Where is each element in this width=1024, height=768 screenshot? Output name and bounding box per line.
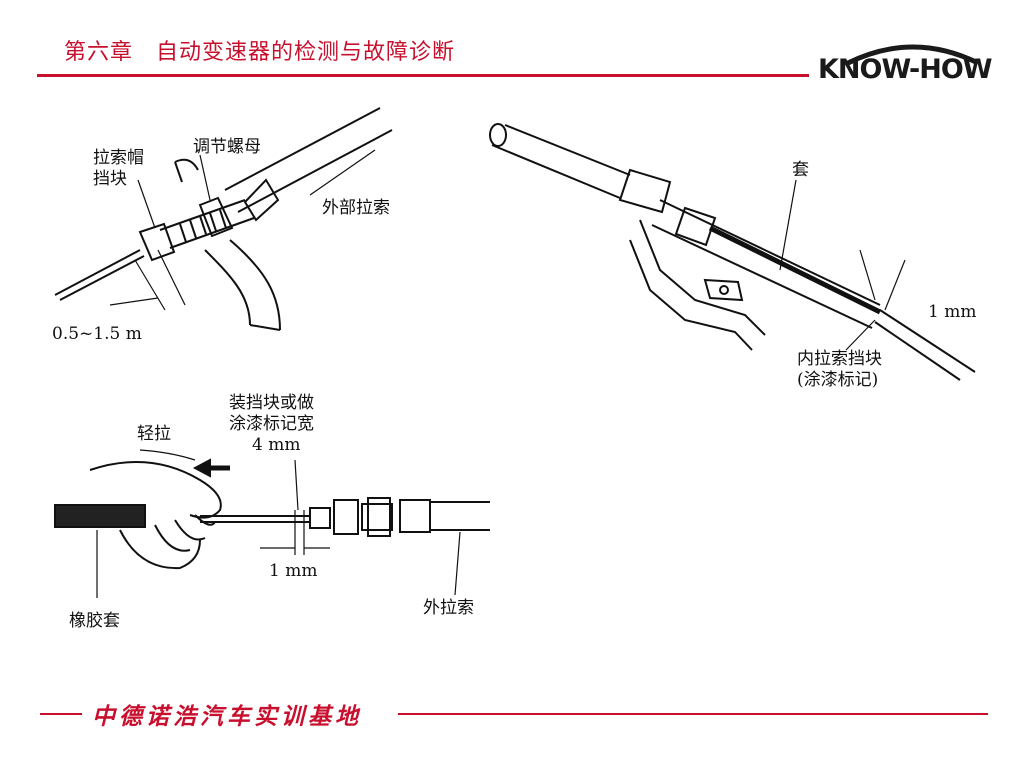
logo-arc-icon: [846, 44, 980, 66]
label-adjust-nut: 调节螺母: [193, 137, 261, 157]
label-gentle-pull: 轻拉: [137, 424, 171, 444]
label-outer-cable: 外部拉索: [322, 198, 390, 218]
footer-divider-left: [40, 713, 82, 715]
footer-divider-right: [398, 713, 988, 715]
label-cap-stop: 拉索帽 挡块: [93, 148, 144, 189]
logo-text: KNOW-HOW: [818, 54, 993, 85]
label-rubber-boot: 橡胶套: [69, 611, 120, 631]
label-outer-cable-bottom: 外拉索: [423, 598, 474, 618]
label-gap-range: 0.5~1.5 m: [52, 324, 142, 344]
page-title: 第六章 自动变速器的检测与故障诊断: [64, 40, 456, 65]
figure-hand-pull-cable: [54, 449, 490, 598]
figure-cable-adjust-nut: [54, 107, 393, 331]
label-gap-1mm-top: 1 mm: [928, 302, 977, 322]
figure-inner-cable-stop: [489, 123, 976, 381]
header-divider: [37, 74, 809, 77]
label-inner-cable-stop: 内拉索挡块 (涂漆标记): [797, 349, 882, 390]
label-sleeve: 套: [792, 160, 809, 180]
footer-text: 中德诺浩汽车实训基地: [92, 703, 362, 730]
know-how-logo: KNOW-HOW: [818, 35, 998, 85]
label-stop-or-paint: 装挡块或做 涂漆标记宽 4 mm: [229, 393, 314, 455]
label-gap-1mm-bottom: 1 mm: [269, 561, 318, 581]
